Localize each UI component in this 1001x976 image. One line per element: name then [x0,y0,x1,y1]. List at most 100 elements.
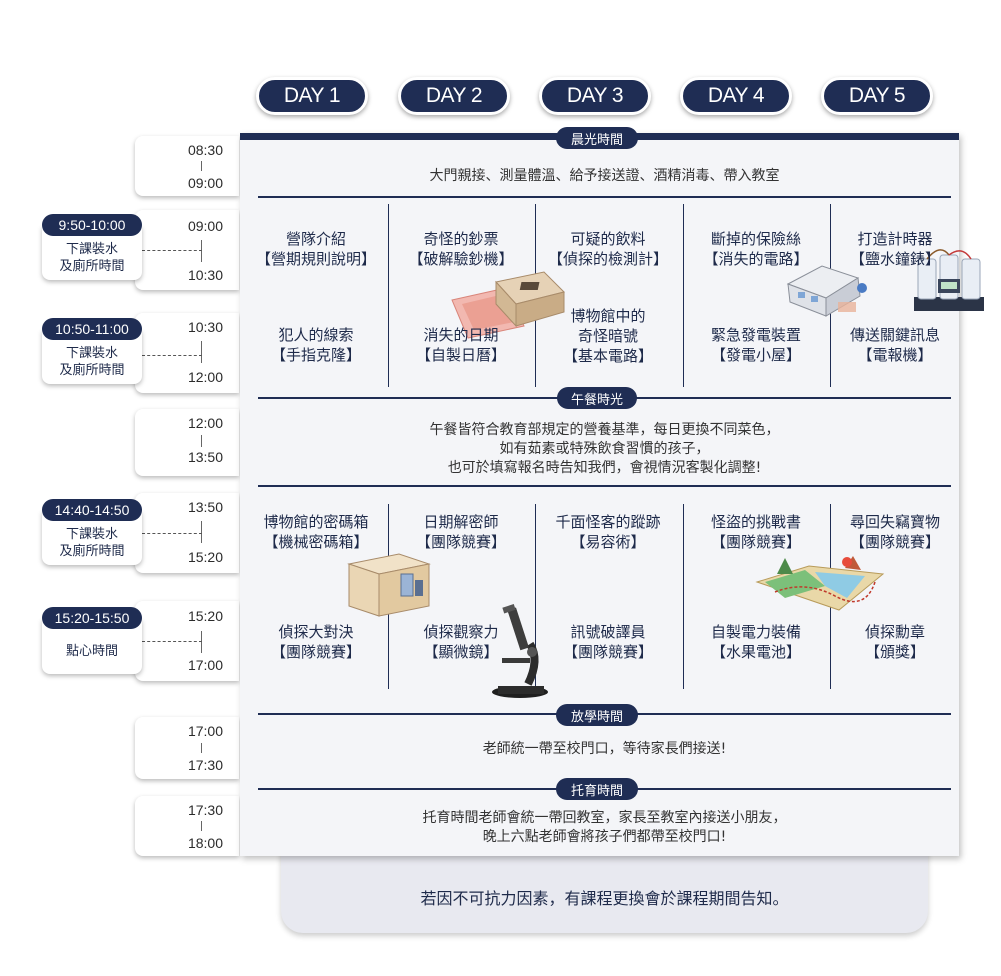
activity-title: 消失的日期 [423,326,499,344]
time-end: 09:00 [187,175,223,191]
activity-title: 傳送關鍵訊息 [849,326,940,344]
time-slot-1200: 12:00 13:50 [135,409,239,476]
time-tick [201,521,202,543]
time-end: 12:00 [187,369,223,385]
activity-subtitle: 【基本電路】 [562,347,653,365]
time-tick [201,631,202,653]
activity-title: 訊號破譯員 [570,623,646,641]
activity-title: 打造計時器 [857,230,933,248]
break-label: 下課裝水 [65,346,118,361]
time-end: 18:00 [187,835,223,851]
activity-subtitle: 【易容術】 [570,533,646,551]
time-end: 13:50 [187,449,223,465]
column-divider [388,204,389,387]
activity-title: 緊急發電裝置 [710,326,801,344]
activity-title: 斷掉的保險絲 [710,230,801,248]
time-start: 08:30 [187,142,223,158]
activity-title: 尋回失竊寶物 [849,513,940,531]
time-start: 13:50 [187,499,223,515]
break-connector [142,250,202,251]
activity-subtitle: 【團隊競賽】 [849,533,940,551]
activity-subtitle: 【團隊競賽】 [562,643,653,661]
time-end: 17:00 [187,657,223,673]
section-label-dismissal: 放學時間 [556,704,638,726]
break-label: 下課裝水 [65,527,118,542]
time-tick [201,341,202,363]
activity-title: 博物館的密碼箱 [263,513,369,531]
care-text-line2: 晚上六點老師會將孩子們都帶至校門口! [482,829,727,845]
time-start: 10:30 [187,319,223,335]
activity-title: 奇怪的鈔票 [423,230,499,248]
break-label: 下課裝水 [65,242,118,257]
activity-subtitle: 【消失的電路】 [703,250,809,268]
schedule-panel [240,133,959,856]
activity-subtitle: 【團隊競賽】 [710,533,801,551]
activity-cell: 訊號破譯員 【團隊競賽】 [535,622,681,662]
activity-cell: 日期解密師 【團隊競賽】 [388,512,534,552]
activity-cell: 怪盜的挑戰書 【團隊競賽】 [683,512,829,552]
activity-subtitle: 【破解驗鈔機】 [408,250,514,268]
care-text-line1: 托育時間老師會統一帶回教室，家長至教室內接送小朋友， [422,810,787,826]
activity-title: 偵探勳章 [864,623,925,641]
treasure-map-illustration [755,556,885,611]
time-end: 10:30 [187,267,223,283]
activity-title: 偵探大對決 [278,623,354,641]
time-tick [201,240,202,262]
footer-note-card [281,845,928,933]
time-slot-0830: 08:30 09:00 [135,136,239,196]
break-label: 及廁所時間 [59,544,125,559]
lunch-text-line2: 如有茹素或特殊飲食習慣的孩子， [499,441,710,457]
activity-title: 可疑的飲料 [570,230,646,248]
activity-cell: 打造計時器 【鹽水鐘錶】 [822,229,968,269]
activity-subtitle: 【電報機】 [857,346,933,364]
time-start: 15:20 [187,608,223,624]
activity-subtitle: 【自製日曆】 [415,346,506,364]
time-slot-1730: 17:30 18:00 [135,796,239,856]
activity-cell: 博物館中的 奇怪暗號 【基本電路】 [535,306,681,366]
activity-subtitle: 【團隊競賽】 [270,643,361,661]
break-time-badge: 14:40-14:50 [42,499,142,521]
activity-subtitle: 【偵探的檢測計】 [547,250,668,268]
power-house-illustration [786,265,867,317]
activity-title: 怪盜的挑戰書 [710,513,801,531]
time-start: 17:00 [187,723,223,739]
activity-cell: 千面怪客的蹤跡 【易容術】 [535,512,681,552]
saltwater-clock-illustration [914,249,984,311]
activity-cell: 奇怪的鈔票 【破解驗鈔機】 [388,229,534,269]
lunch-text-line3: 也可於填寫報名時告知我們，會視情況客製化調整! [447,460,762,476]
time-slot-1700: 17:00 17:30 [135,717,239,779]
activity-title-line2: 奇怪暗號 [577,327,638,345]
time-end: 15:20 [187,549,223,565]
time-tick [201,743,202,753]
activity-subtitle: 【營期規則說明】 [255,250,376,268]
activity-cell: 可疑的飲料 【偵探的檢測計】 [535,229,681,269]
day-3-header: DAY 3 [539,77,651,115]
break-label: 及廁所時間 [59,363,125,378]
time-tick [201,161,202,171]
puzzle-box-illustration [347,553,431,617]
activity-title: 自製電力裝備 [710,623,801,641]
section-label-lunch: 午餐時光 [557,387,637,409]
time-tick [201,435,202,447]
activity-title: 博物館中的 [570,307,646,325]
activity-subtitle: 【顯微鏡】 [423,643,499,661]
activity-cell: 緊急發電裝置 【發電小屋】 [683,325,829,365]
time-end: 17:30 [187,757,223,773]
activity-cell: 尋回失竊寶物 【團隊競賽】 [822,512,968,552]
activity-title: 犯人的線索 [278,326,354,344]
time-start: 12:00 [187,415,223,431]
section-label-morning: 晨光時間 [556,127,638,149]
activity-subtitle: 【水果電池】 [710,643,801,661]
divider [258,196,951,198]
activity-cell: 犯人的線索 【手指克隆】 [243,325,389,365]
activity-title: 千面怪客的蹤跡 [555,513,661,531]
time-start: 17:30 [187,802,223,818]
activity-subtitle: 【鹽水鐘錶】 [849,250,940,268]
activity-subtitle: 【手指克隆】 [270,346,361,364]
day-4-header: DAY 4 [680,77,792,115]
activity-title: 偵探觀察力 [423,623,499,641]
column-divider [535,504,536,689]
activity-cell: 博物館的密碼箱 【機械密碼箱】 [243,512,389,552]
day-2-header: DAY 2 [398,77,510,115]
activity-cell: 偵探觀察力 【顯微鏡】 [388,622,534,662]
